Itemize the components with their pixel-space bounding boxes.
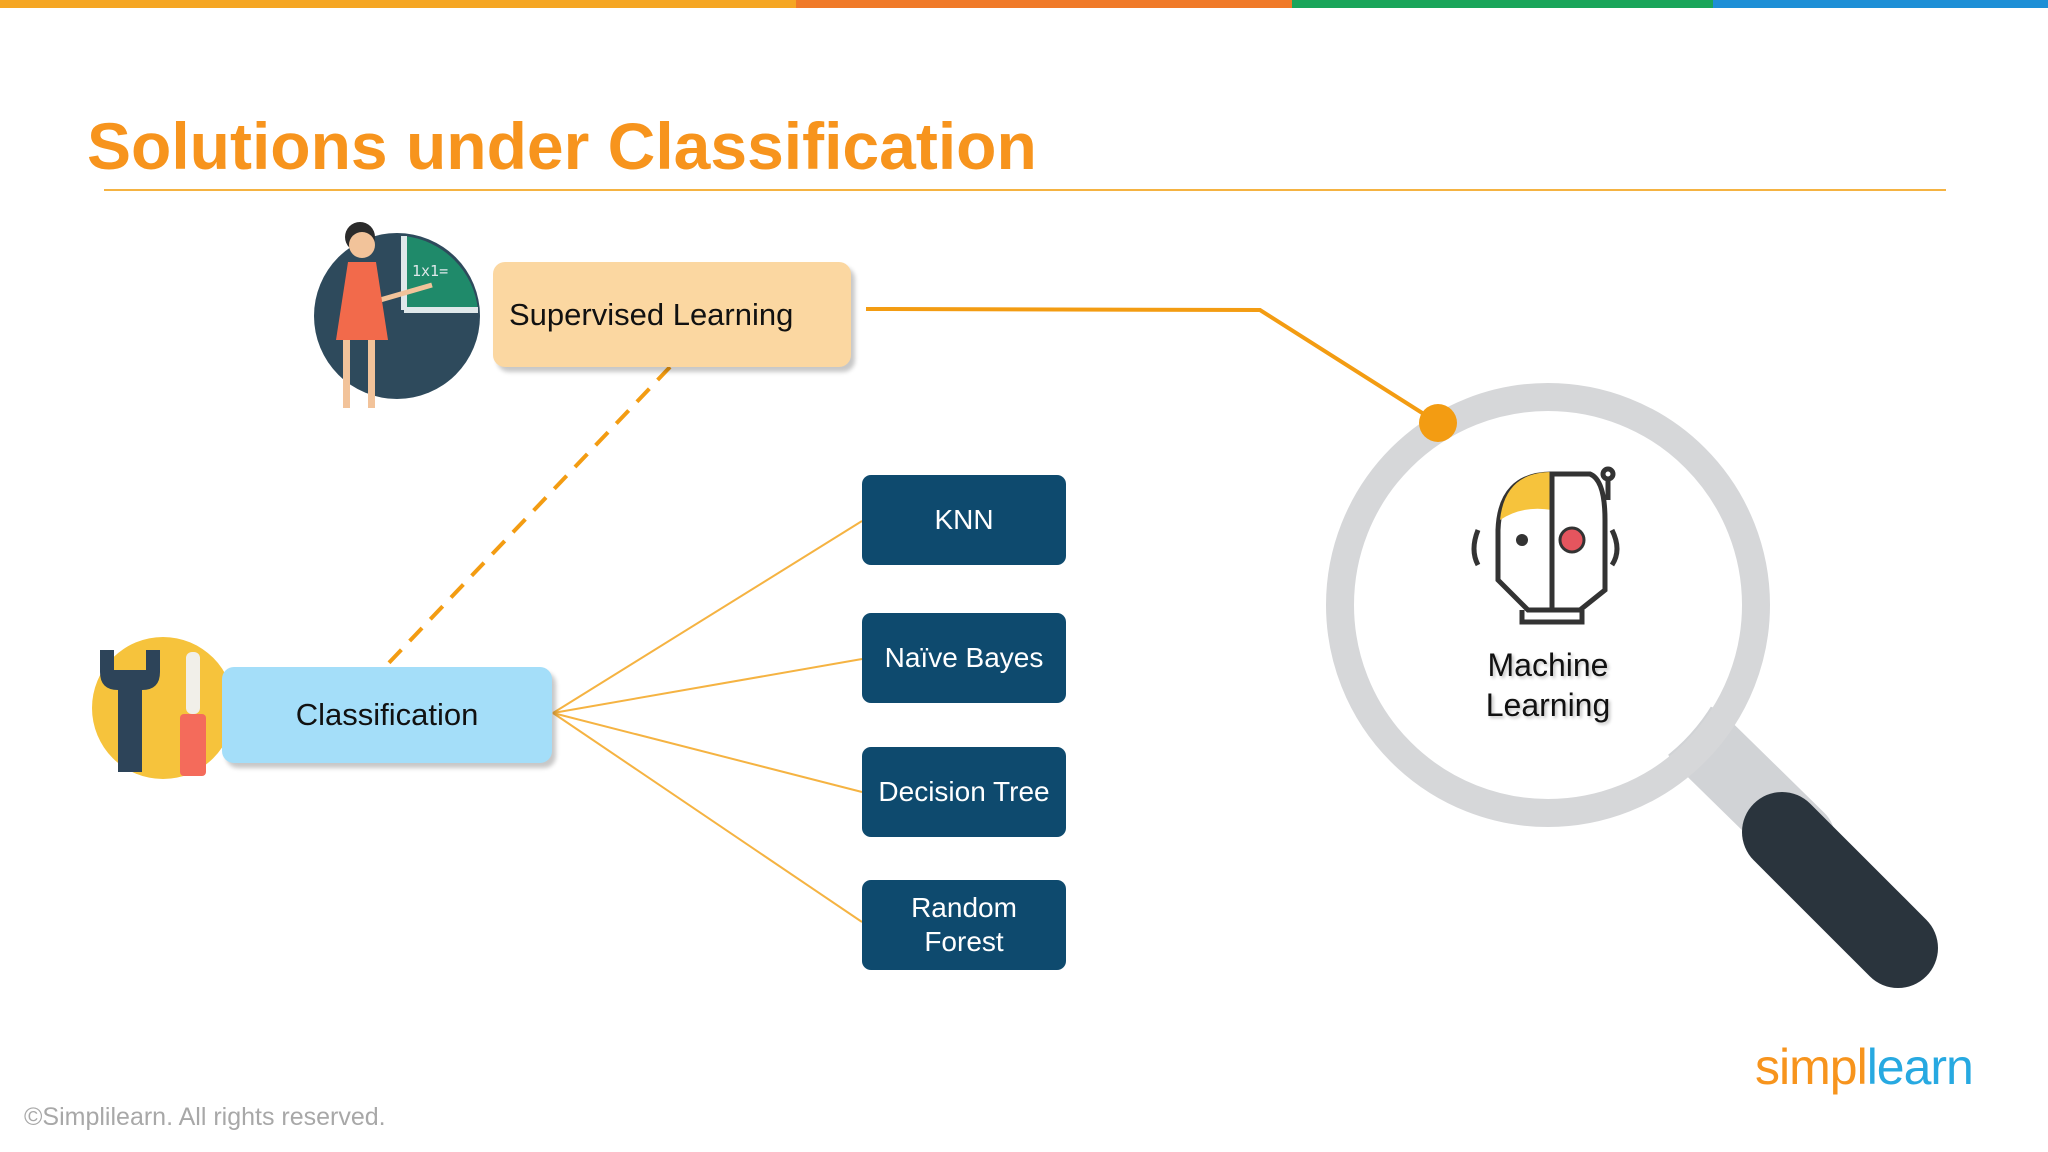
- algorithm-naive-bayes-box: Naïve Bayes: [862, 613, 1066, 703]
- algorithm-decision-tree-box: Decision Tree: [862, 747, 1066, 837]
- top-bar-segment-dark-orange: [796, 0, 1292, 8]
- svg-text:1x1=: 1x1=: [412, 262, 448, 280]
- top-bar-segment-green: [1292, 0, 1713, 8]
- robot-head-icon: [1471, 466, 1620, 625]
- title-underline: [104, 189, 1946, 191]
- page-title: Solutions under Classification: [87, 109, 1037, 183]
- brand-part-1: simpl: [1755, 1039, 1868, 1095]
- ml-connector-dot: [1419, 404, 1457, 442]
- teacher-icon: 1x1=: [314, 222, 480, 408]
- tools-icon: [92, 637, 234, 779]
- supervised-learning-node: Supervised Learning: [493, 262, 851, 367]
- classification-to-naive-bayes-line: [552, 658, 863, 714]
- brand-part-2: learn: [1866, 1039, 1974, 1095]
- classification-node: Classification: [222, 667, 552, 763]
- top-bar-segment-blue: [1713, 0, 2048, 8]
- classification-to-random-forest-line: [552, 712, 863, 923]
- algorithm-random-forest-box: Random Forest: [862, 880, 1066, 970]
- supervised-to-ml-connector: [865, 307, 1440, 425]
- top-bar-segment-orange: [0, 0, 796, 8]
- machine-learning-label: Machine Learning: [1485, 647, 1611, 723]
- algorithm-knn-box: KNN: [862, 475, 1066, 565]
- top-color-bar: [0, 0, 2048, 8]
- classification-to-knn-line: [552, 520, 863, 714]
- simplilearn-logo: simpllearn: [1755, 1038, 1974, 1096]
- supervised-to-classification-connector: [383, 365, 672, 669]
- classification-to-decision-tree-line: [552, 712, 863, 793]
- copyright-notice: ©Simplilearn. All rights reserved.: [24, 1103, 386, 1131]
